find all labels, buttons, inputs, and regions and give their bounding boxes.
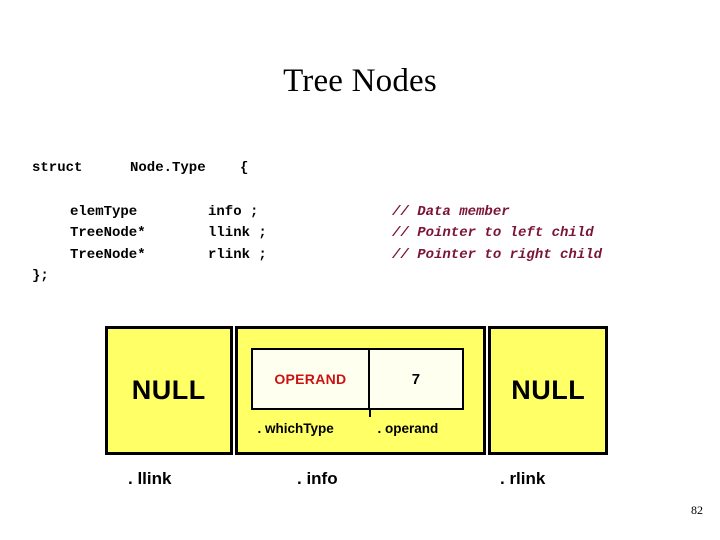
struct-divider-tick bbox=[368, 410, 371, 417]
code-line-member-llink: TreeNode* llink ; // Pointer to left chi… bbox=[0, 223, 720, 245]
info-cell-whichtype: OPERAND bbox=[253, 350, 371, 408]
member-type-info: elemType bbox=[70, 203, 138, 220]
operand-value: 7 bbox=[411, 370, 421, 388]
code-block: struct Node.Type { elemType info ; // Da… bbox=[0, 158, 720, 288]
member-type-llink: TreeNode* bbox=[70, 225, 146, 241]
member-comment-rlink: // Pointer to right child bbox=[392, 246, 603, 263]
info-cell-operand: 7 bbox=[370, 350, 461, 408]
rlink-null-value: NULL bbox=[511, 375, 586, 405]
member-name-rlink: rlink ; bbox=[208, 246, 267, 263]
sub-label-operand: . operand bbox=[377, 421, 439, 436]
field-label-llink: . llink bbox=[128, 469, 172, 488]
member-name-llink: llink ; bbox=[208, 225, 267, 241]
code-close-brace: }; bbox=[32, 268, 49, 284]
whichtype-value: OPERAND bbox=[274, 371, 347, 387]
node-field-llink: NULL bbox=[105, 326, 233, 455]
code-line-blank bbox=[0, 180, 720, 202]
info-union-struct: OPERAND 7 bbox=[250, 348, 464, 410]
node-field-info: OPERAND 7 . whichType . operand bbox=[234, 326, 487, 455]
code-type-name: Node.Type bbox=[130, 160, 206, 176]
member-comment-info: // Data member bbox=[392, 203, 510, 220]
member-type-rlink: TreeNode* bbox=[70, 246, 146, 263]
code-line-member-rlink: TreeNode* rlink ; // Pointer to right ch… bbox=[0, 245, 720, 267]
tree-node-diagram: NULL OPERAND 7 . whichType . operand NUL… bbox=[105, 326, 609, 455]
code-line-struct-header: struct Node.Type { bbox=[0, 158, 720, 180]
code-open-brace: { bbox=[240, 160, 249, 176]
page-number: 82 bbox=[691, 503, 703, 517]
llink-null-value: NULL bbox=[131, 375, 206, 405]
member-comment-llink: // Pointer to left child bbox=[392, 225, 594, 241]
node-field-rlink: NULL bbox=[488, 326, 609, 455]
code-line-member-info: elemType info ; // Data member bbox=[0, 202, 720, 224]
field-label-info: . info bbox=[297, 469, 338, 488]
page-title: Tree Nodes bbox=[283, 63, 437, 99]
member-name-info: info ; bbox=[208, 203, 259, 220]
code-keyword-struct: struct bbox=[32, 160, 83, 176]
field-label-rlink: . rlink bbox=[500, 469, 546, 488]
code-line-struct-close: }; bbox=[0, 266, 720, 288]
sub-label-whichtype: . whichType bbox=[257, 421, 334, 436]
